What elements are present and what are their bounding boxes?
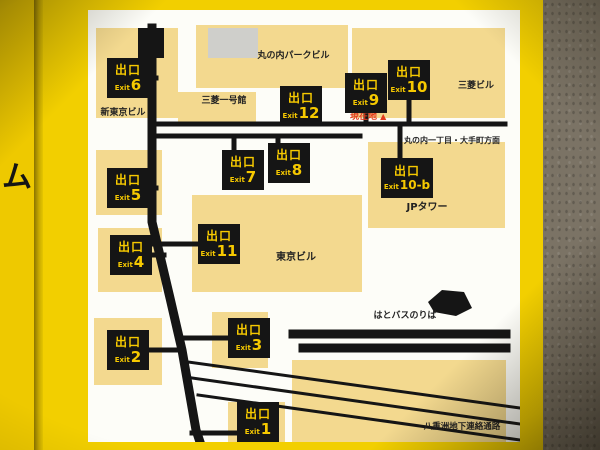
exit-label-en: Exit <box>117 260 133 269</box>
exit-number: 6 <box>130 75 142 94</box>
exit-label-jp: 出口 <box>395 64 422 79</box>
exit-label-jp: 出口 <box>352 77 379 92</box>
building-label-tokyo-building: 東京ビル <box>276 252 316 263</box>
exit-number: 10 <box>406 77 428 96</box>
exit-label-jp: 出口 <box>235 322 262 337</box>
exit-number: 3 <box>251 335 263 354</box>
wall-background <box>542 0 600 450</box>
exit-label-en: Exit <box>114 355 130 364</box>
exit-number: 4 <box>133 252 145 271</box>
exit-label-en: Exit <box>390 85 406 94</box>
exit-label-en: Exit <box>200 249 216 258</box>
building-label-marunouchi-park: 丸の内パークビル <box>257 51 330 61</box>
partial-sign-text: ム <box>2 160 32 195</box>
exit-label-jp: 出口 <box>275 147 302 162</box>
exit-label-jp: 出口 <box>117 239 144 254</box>
exit-label-en: Exit <box>383 183 399 191</box>
exit-label-en: Exit <box>352 98 368 107</box>
area-label-hato-bus: はとバスのりば <box>373 311 437 321</box>
exit-label-en: Exit <box>244 427 260 436</box>
exit-label-jp: 出口 <box>287 90 314 105</box>
area-label-yaesu-passage: 八重洲地下連絡通路 <box>423 422 501 432</box>
exit-number: 10-b <box>399 178 431 192</box>
exit-label-jp: 出口 <box>229 154 256 169</box>
building-label-mitsubishi-ichigokan: 三菱一号館 <box>201 96 247 106</box>
exit-label-jp: 出口 <box>393 164 420 178</box>
exit-number: 11 <box>216 241 238 260</box>
exit-number: 2 <box>130 347 142 366</box>
exit-label-jp: 出口 <box>205 228 232 243</box>
exit-number: 8 <box>291 160 303 179</box>
exit-label-jp: 出口 <box>244 406 271 421</box>
current-location-text: 現在地 <box>350 112 378 122</box>
exit-number: 9 <box>368 90 380 109</box>
sign-panel-seam <box>34 0 43 450</box>
exit-label-jp: 出口 <box>114 62 141 77</box>
building-label-mitsubishi: 三菱ビル <box>457 81 494 91</box>
exit-number: 7 <box>245 167 257 186</box>
map-area: 新東京ビル 丸の内パークビル 三菱ビル 三菱一号館 JPタワー 東京ビル はとバ… <box>88 10 520 442</box>
building-label-jp-tower: JPタワー <box>406 202 448 213</box>
exit-label-en: Exit <box>114 83 130 92</box>
exit-label-en: Exit <box>229 175 245 184</box>
exit-number: 12 <box>298 103 320 122</box>
building-label-shin-tokyo: 新東京ビル <box>100 108 146 118</box>
map-graphics <box>94 23 520 442</box>
current-location-label: 現在地 ▲ <box>350 112 387 123</box>
exit-label-jp: 出口 <box>114 334 141 349</box>
adjacent-sign-panel: ム <box>0 0 34 450</box>
exit-map-sign: 新東京ビル 丸の内パークビル 三菱ビル 三菱一号館 JPタワー 東京ビル はとバ… <box>43 0 543 450</box>
exit-label-en: Exit <box>114 193 130 202</box>
exit-label-en: Exit <box>235 343 251 352</box>
exit-number: 1 <box>260 419 272 438</box>
direction-label: 丸の内一丁目・大手町方面 <box>404 136 500 145</box>
exit-number: 5 <box>130 185 142 204</box>
exit-label-jp: 出口 <box>114 172 141 187</box>
exit-label-en: Exit <box>282 111 298 120</box>
exit-label-en: Exit <box>275 168 291 177</box>
current-location-marker-icon: ▲ <box>380 112 387 121</box>
